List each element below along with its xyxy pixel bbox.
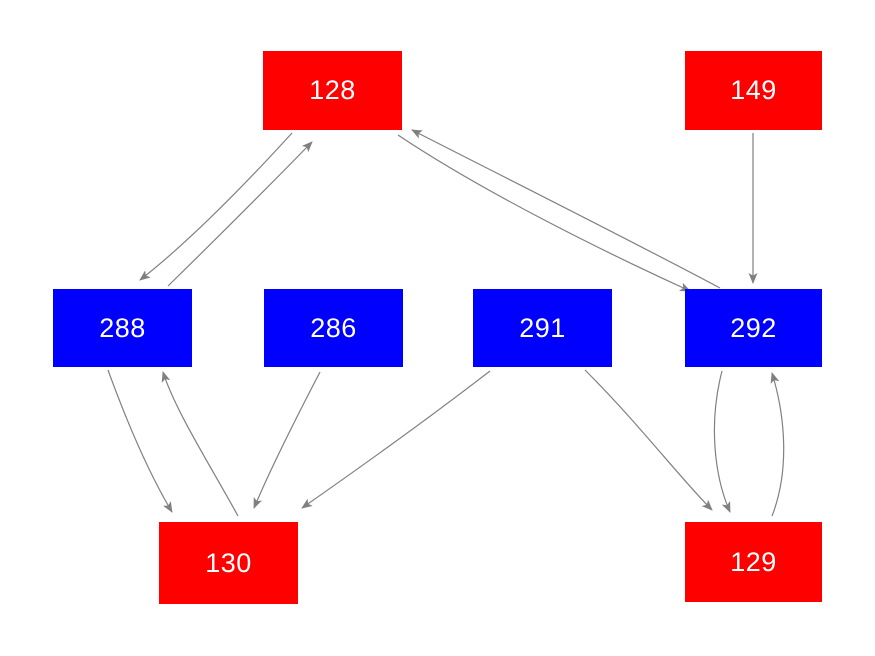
graph-node-286[interactable]: 286 bbox=[264, 289, 403, 367]
graph-edge bbox=[107, 369, 173, 513]
graph-node-label: 292 bbox=[730, 312, 777, 343]
graph-node-288[interactable]: 288 bbox=[53, 289, 192, 367]
graph-node-291[interactable]: 291 bbox=[473, 289, 612, 367]
graph-node-label: 288 bbox=[99, 312, 146, 343]
graph-edge bbox=[167, 141, 313, 287]
graph-node-130[interactable]: 130 bbox=[159, 522, 298, 604]
graph-node-129[interactable]: 129 bbox=[685, 522, 822, 602]
graph-edge bbox=[397, 134, 691, 292]
graph-edge bbox=[161, 371, 239, 517]
graph-node-292[interactable]: 292 bbox=[685, 289, 822, 367]
graph-edge bbox=[139, 132, 293, 281]
graph-node-label: 130 bbox=[205, 547, 252, 578]
graph-edge bbox=[411, 129, 721, 289]
graph-node-128[interactable]: 128 bbox=[263, 51, 402, 130]
graph-node-label: 291 bbox=[519, 312, 566, 343]
graph-edge bbox=[253, 371, 321, 509]
graph-node-label: 128 bbox=[309, 75, 356, 105]
graph-edge bbox=[713, 370, 731, 513]
graph-node-label: 286 bbox=[310, 312, 357, 343]
graph-node-label: 149 bbox=[730, 75, 777, 105]
graph-node-label: 129 bbox=[730, 546, 777, 577]
graph-node-149[interactable]: 149 bbox=[685, 51, 822, 130]
graph-edge bbox=[584, 369, 713, 511]
graph-edge bbox=[301, 370, 491, 509]
graph-edge bbox=[770, 372, 785, 517]
edge-group bbox=[107, 129, 785, 517]
